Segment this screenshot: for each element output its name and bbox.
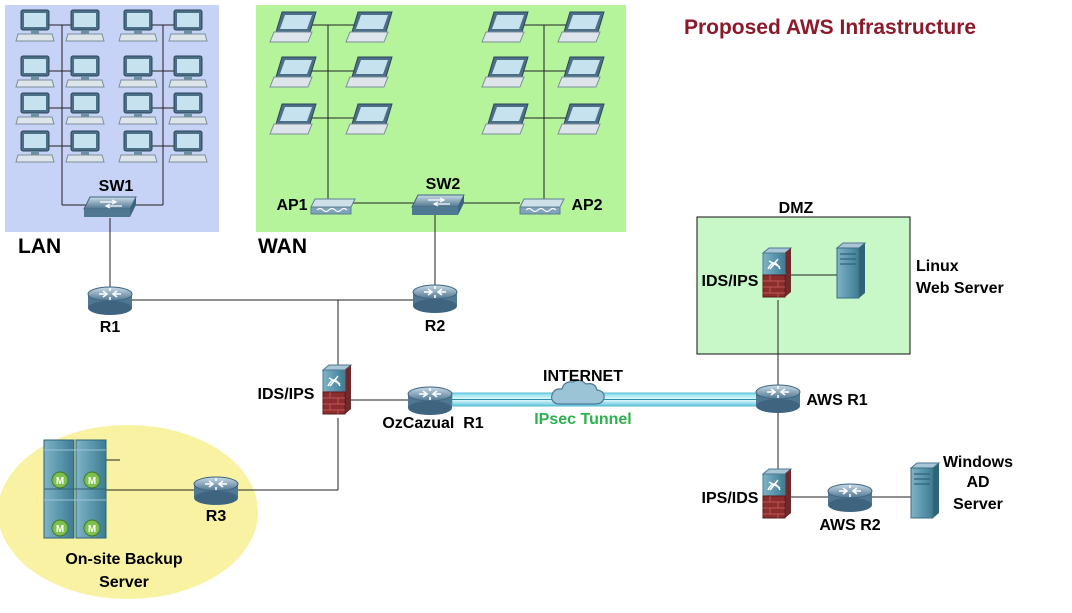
- windows-ad-server-icon: [910, 462, 940, 519]
- ap2-access-point-icon: [519, 198, 565, 215]
- ap1-label: AP1: [276, 197, 307, 214]
- r1-router-icon: [87, 286, 133, 316]
- pc-icon: [65, 55, 105, 88]
- ozcazual-r1-label: OzCazual R1: [382, 415, 483, 432]
- pc-icon: [168, 130, 208, 163]
- linux-server-label-line2: Web Server: [916, 280, 1004, 297]
- ids-ips-onprem-label: IDS/IPS: [258, 386, 315, 403]
- pc-icon: [118, 9, 158, 42]
- backup-badge: M: [88, 476, 96, 487]
- dmz-zone: [696, 216, 911, 355]
- pc-icon: [168, 9, 208, 42]
- links: [40, 24, 912, 498]
- r2-router-icon: [412, 284, 458, 314]
- sw1-label: SW1: [99, 178, 134, 195]
- pc-icon: [168, 55, 208, 88]
- ap2-label: AP2: [571, 197, 602, 214]
- pc-icon: [118, 130, 158, 163]
- ids-ips-dmz-label: IDS/IPS: [702, 273, 759, 290]
- r3-label: R3: [206, 508, 227, 525]
- r2-label: R2: [425, 318, 446, 335]
- linux-web-server-icon: [836, 242, 866, 299]
- pc-icon: [168, 92, 208, 125]
- internet-label: INTERNET: [543, 368, 623, 385]
- sw1-switch-icon: [83, 196, 137, 218]
- windows-server-label-line1: Windows: [943, 454, 1013, 471]
- backup-server-label-line1: On-site Backup: [65, 551, 183, 568]
- wan-label: WAN: [258, 235, 307, 258]
- ids-ips-onprem-firewall-icon: [322, 364, 352, 415]
- pc-icon: [65, 130, 105, 163]
- windows-server-label-line3: Server: [953, 496, 1003, 513]
- sw2-label: SW2: [426, 176, 461, 193]
- backup-server-label-line2: Server: [99, 574, 149, 591]
- dmz-label: DMZ: [779, 200, 814, 217]
- r3-router-icon: [193, 476, 239, 506]
- aws-r2-label: AWS R2: [819, 517, 880, 534]
- ozcazual-r1-router-icon: [407, 386, 453, 416]
- pc-icon: [15, 92, 55, 125]
- backup-badge: M: [56, 476, 64, 487]
- aws-r2-router-icon: [827, 483, 873, 513]
- ipsec-tunnel-label: IPsec Tunnel: [534, 411, 632, 428]
- ap1-access-point-icon: [310, 198, 356, 215]
- linux-server-label-line1: Linux: [916, 258, 959, 275]
- pc-icon: [118, 55, 158, 88]
- pc-icon: [118, 92, 158, 125]
- pc-icon: [15, 130, 55, 163]
- lan-label: LAN: [18, 235, 61, 258]
- r1-label: R1: [100, 319, 121, 336]
- ips-ids-aws-label: IPS/IDS: [702, 490, 759, 507]
- backup-badge: M: [56, 524, 64, 535]
- pc-icon: [65, 9, 105, 42]
- ids-ips-dmz-firewall-icon: [762, 247, 792, 298]
- pc-icon: [65, 92, 105, 125]
- sw2-switch-icon: [411, 194, 465, 216]
- diagram-title: Proposed AWS Infrastructure: [684, 16, 976, 39]
- ips-ids-aws-firewall-icon: [762, 468, 792, 519]
- aws-r1-label: AWS R1: [806, 392, 867, 409]
- aws-r1-router-icon: [755, 384, 801, 414]
- windows-server-label-line2: AD: [966, 474, 989, 491]
- pc-icon: [15, 55, 55, 88]
- backup-badge: M: [88, 524, 96, 535]
- pc-icon: [15, 9, 55, 42]
- backup-server-rack-icon: M M M M: [43, 439, 107, 539]
